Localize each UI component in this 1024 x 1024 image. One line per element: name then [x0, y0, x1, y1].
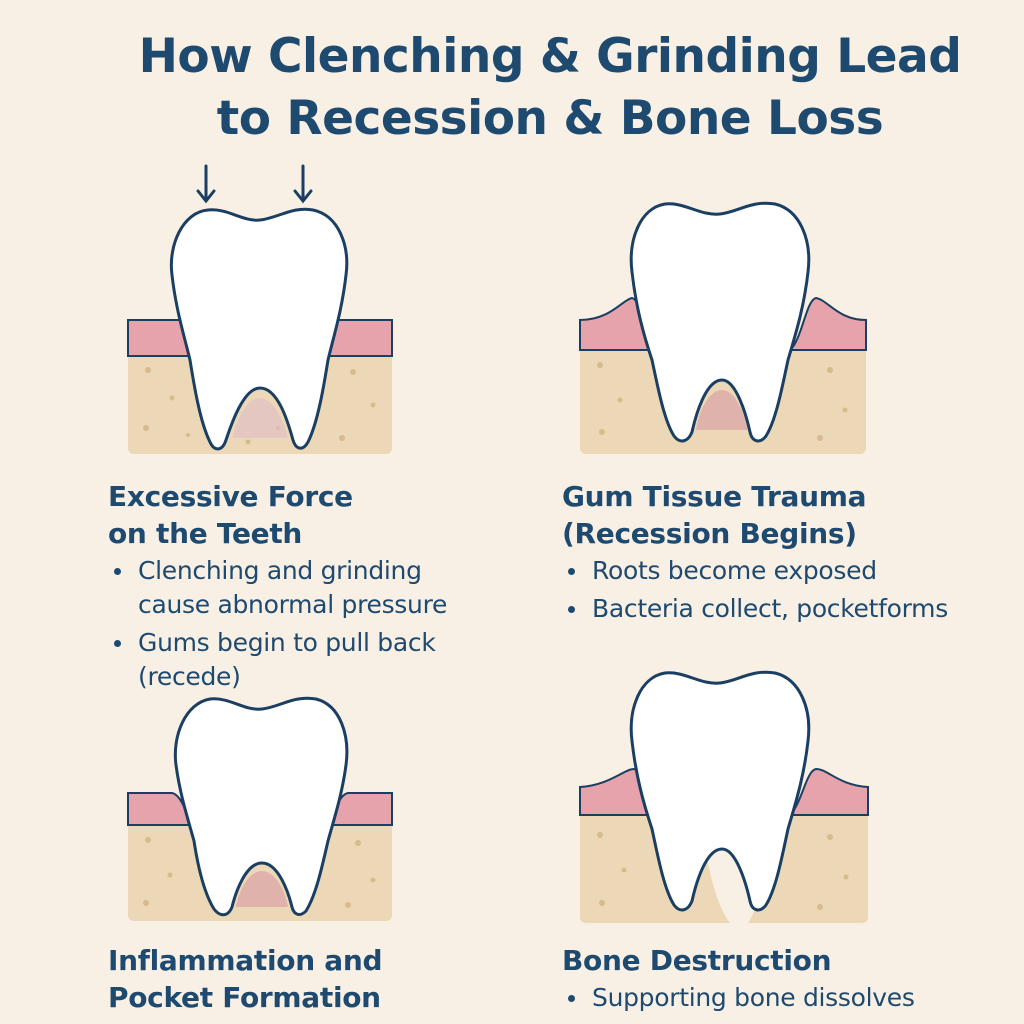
panel-inflammation: Inflammation and Pocket Formation: [108, 942, 508, 1016]
tooth: [173, 696, 349, 917]
panel-heading: Bone Destruction: [562, 942, 1002, 979]
heading-line-1: Bone Destruction: [562, 944, 832, 977]
heading-line-1: Inflammation and: [108, 944, 383, 977]
tooth-figure-gum-trauma: [579, 201, 867, 454]
heading-line-2: (Recession Begins): [562, 517, 857, 550]
heading-line-1: Excessive Force: [108, 480, 353, 513]
bullet-item: Roots become exposed: [562, 554, 1002, 588]
panel-excessive-force: Excessive Force on the Teeth Clenching a…: [108, 478, 508, 698]
root-shadow: [232, 398, 288, 438]
tooth-figure-excessive-force: [127, 164, 393, 454]
bullet-item: Supporting bone dissolves: [562, 981, 1002, 1015]
bullet-list: Roots become exposed Bacteria collect, p…: [562, 554, 1002, 626]
force-arrow-left-icon: [196, 164, 216, 204]
bone-speckles: [143, 837, 376, 908]
panel-heading: Gum Tissue Trauma (Recession Begins): [562, 478, 1002, 552]
bullet-item: Gums begin to pull back (recede): [108, 626, 478, 694]
heading-line-1: Gum Tissue Trauma: [562, 480, 867, 513]
bullet-item: Clenching and grinding cause abnormal pr…: [108, 554, 478, 622]
tooth-figure-bone-destruction: [579, 670, 869, 923]
bone-speckles: [597, 362, 848, 441]
heading-line-2: Pocket Formation: [108, 981, 381, 1014]
exposed-root-shadow: [696, 390, 748, 430]
panel-gum-trauma: Gum Tissue Trauma (Recession Begins) Roo…: [562, 478, 1002, 630]
bone-speckles: [597, 832, 849, 910]
pocket-shadow: [236, 871, 288, 907]
tooth-figure-inflammation: [127, 696, 393, 921]
tooth: [169, 207, 349, 451]
panel-heading: Inflammation and Pocket Formation: [108, 942, 508, 1016]
title-line-1: How Clenching & Grinding Lead: [138, 29, 962, 84]
bullet-item: Bacteria collect, pocketforms: [562, 592, 1002, 626]
page-title: How Clenching & Grinding Lead to Recessi…: [60, 26, 1024, 150]
bone: [580, 810, 868, 923]
bullet-list: Supporting bone dissolves: [562, 981, 1002, 1015]
tooth: [629, 670, 811, 912]
tooth: [629, 201, 811, 443]
bullet-list: Clenching and grinding cause abnormal pr…: [108, 554, 508, 694]
heading-line-2: on the Teeth: [108, 517, 303, 550]
title-line-2: to Recession & Bone Loss: [216, 91, 884, 146]
force-arrow-right-icon: [293, 164, 313, 204]
panel-bone-destruction: Bone Destruction Supporting bone dissolv…: [562, 942, 1002, 1019]
panel-heading: Excessive Force on the Teeth: [108, 478, 508, 552]
bone-speckles: [143, 367, 376, 445]
